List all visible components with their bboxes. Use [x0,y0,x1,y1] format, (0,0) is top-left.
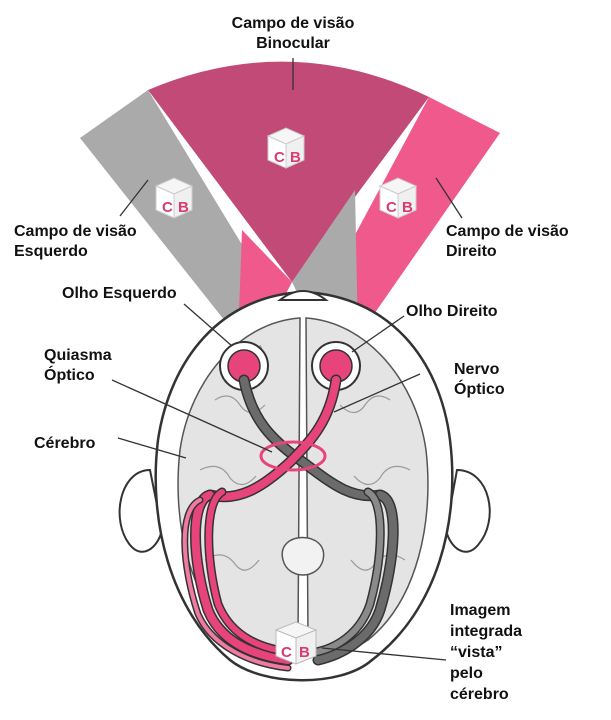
integrated-image-label: Imagem integrada “vista” pelo cérebro [450,600,522,705]
optic-chiasm-label: Quiasma Óptico [44,346,112,386]
cube-binocular-right-letter: B [290,149,301,166]
cube-right-field-left-letter: C [386,199,397,216]
cube-binocular-left-letter: C [274,149,285,166]
cube-integrated-left-letter: C [281,644,292,661]
brainstem [282,538,323,576]
cube-left-field-right-letter: B [178,199,189,216]
binocular-field-label: Campo de visão Binocular [210,14,376,54]
cube-right-field-right-letter: B [402,199,413,216]
cube-left-field-left-letter: C [162,199,173,216]
right-field-label: Campo de visão Direito [446,222,569,262]
optic-nerve-label: Nervo Óptico [454,360,505,400]
left-eye-label: Olho Esquerdo [62,284,177,304]
right-eye-label: Olho Direito [406,302,498,322]
brain-label: Cérebro [34,434,95,454]
cube-integrated-right-letter: B [299,644,310,661]
left-field-label: Campo de visão Esquerdo [14,222,137,262]
